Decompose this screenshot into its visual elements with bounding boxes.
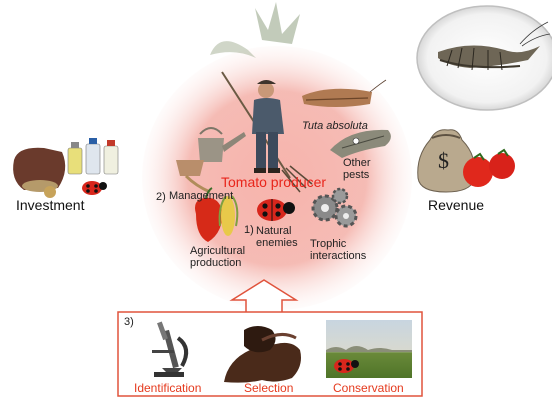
- wallet-icon: [13, 148, 65, 198]
- center-title: Tomato producer: [221, 174, 326, 190]
- investment-label: Investment: [16, 197, 84, 213]
- moth-icon: [417, 6, 552, 110]
- management-number: 2): [156, 191, 166, 203]
- step-identification: Identification: [134, 381, 201, 395]
- field-icon: [326, 320, 412, 378]
- natural-enemies-number: 1): [244, 224, 254, 236]
- dollar-sign: $: [438, 148, 449, 174]
- step-conservation: Conservation: [333, 381, 404, 395]
- other-pests-label: Other pests: [343, 157, 371, 181]
- management-label: Management: [169, 190, 233, 202]
- natural-enemies-label: Natural enemies: [256, 225, 298, 249]
- agricultural-production-label: Agricultural production: [190, 245, 245, 269]
- trophic-interactions-label: Trophic interactions: [310, 238, 366, 262]
- step-selection: Selection: [244, 381, 293, 395]
- panel-number: 3): [124, 316, 134, 328]
- small-ladybug-icon: [82, 181, 107, 195]
- revenue-label: Revenue: [428, 197, 484, 213]
- tuta-absoluta-label: Tuta absoluta: [302, 120, 368, 132]
- pesticide-bottles-icon: [68, 138, 118, 174]
